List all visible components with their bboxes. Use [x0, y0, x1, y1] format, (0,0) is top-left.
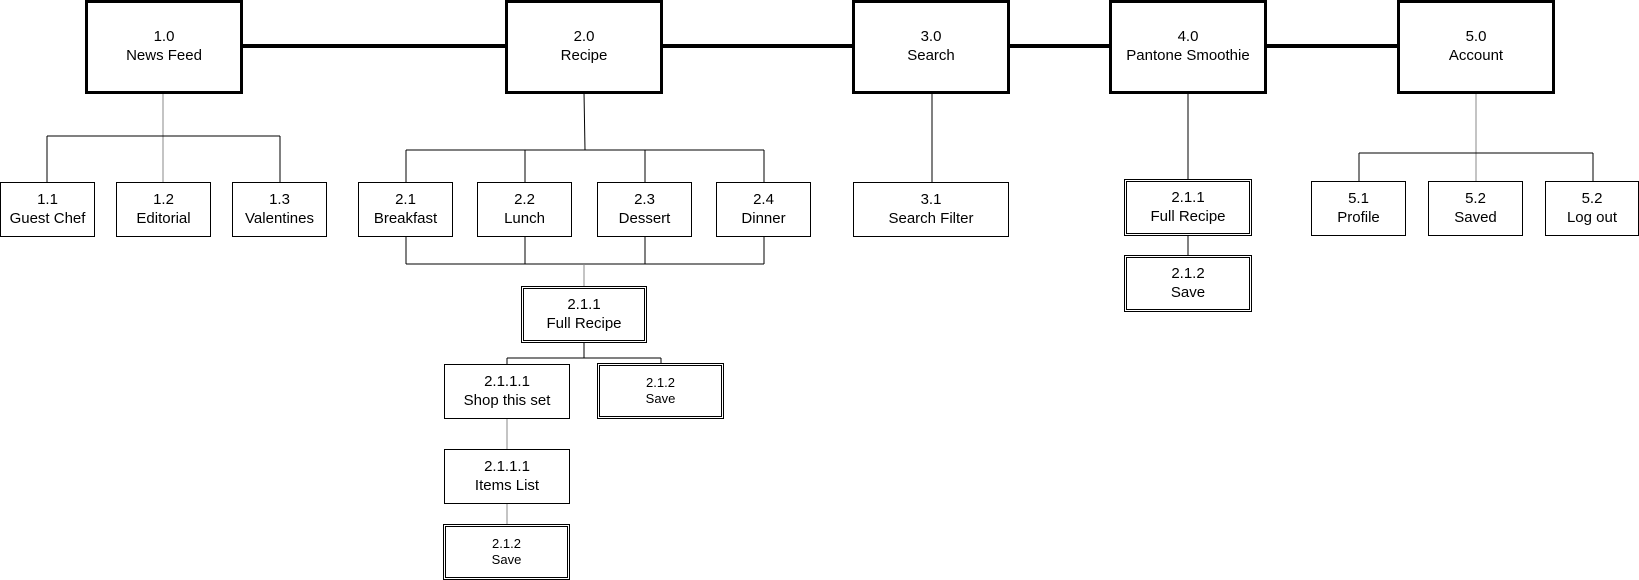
node-number: 1.1 — [37, 190, 58, 208]
node-label: News Feed — [126, 47, 202, 64]
node-recipe-full-recipe: 2.1.1 Full Recipe — [521, 286, 647, 343]
node-pantone-smoothie: 4.0 Pantone Smoothie — [1109, 0, 1267, 94]
node-label: Guest Chef — [9, 209, 86, 227]
node-number: 2.3 — [634, 190, 655, 208]
node-label: Full Recipe — [1150, 207, 1226, 225]
node-number: 2.1.2 — [492, 535, 521, 551]
node-number: 2.1.1 — [567, 295, 601, 313]
node-guest-chef: 1.1 Guest Chef — [0, 182, 95, 237]
node-label: Search Filter — [888, 209, 974, 227]
node-label: Log out — [1566, 208, 1618, 226]
node-label: Save — [491, 552, 522, 567]
node-number: 2.1.2 — [1171, 264, 1205, 282]
node-number: 3.1 — [920, 190, 942, 208]
node-label: Editorial — [136, 209, 191, 227]
node-dessert: 2.3 Dessert — [597, 182, 692, 237]
node-number: 2.1.1 — [1171, 188, 1205, 206]
node-number: 1.3 — [269, 190, 290, 208]
node-label: Dinner — [741, 209, 786, 227]
node-label: Valentines — [245, 209, 314, 227]
node-number: 2.1.2 — [646, 374, 675, 390]
node-shop-this-set: 2.1.1.1 Shop this set — [444, 364, 570, 419]
node-label: Items List — [474, 476, 540, 494]
node-number: 3.0 — [920, 28, 942, 46]
node-recipe: 2.0 Recipe — [505, 0, 663, 94]
node-number: 2.1.1.1 — [484, 372, 530, 390]
node-label: Account — [1448, 47, 1504, 64]
node-breakfast: 2.1 Breakfast — [358, 182, 453, 237]
node-lunch: 2.2 Lunch — [477, 182, 572, 237]
node-number: 4.0 — [1177, 28, 1199, 46]
node-label: Pantone Smoothie — [1126, 47, 1250, 64]
node-search-filter: 3.1 Search Filter — [853, 182, 1009, 237]
node-number: 5.0 — [1465, 28, 1487, 46]
node-number: 2.0 — [573, 28, 595, 46]
node-profile: 5.1 Profile — [1311, 181, 1406, 236]
node-smoothie-full-recipe: 2.1.1 Full Recipe — [1124, 179, 1252, 236]
node-saved: 5.2 Saved — [1428, 181, 1523, 236]
node-label: Search — [907, 47, 955, 64]
node-items-save: 2.1.2 Save — [443, 524, 570, 580]
node-label: Recipe — [560, 47, 608, 64]
node-number: 5.2 — [1465, 189, 1486, 207]
node-label: Breakfast — [373, 209, 438, 227]
node-editorial: 1.2 Editorial — [116, 182, 211, 237]
node-valentines: 1.3 Valentines — [232, 182, 327, 237]
node-label: Save — [1170, 283, 1206, 301]
node-label: Shop this set — [463, 391, 551, 409]
node-account: 5.0 Account — [1397, 0, 1555, 94]
node-number: 2.2 — [514, 190, 535, 208]
node-label: Saved — [1454, 208, 1497, 226]
node-log-out: 5.2 Log out — [1545, 181, 1639, 236]
node-search: 3.0 Search — [852, 0, 1010, 94]
node-number: 2.1.1.1 — [484, 457, 530, 475]
node-label: Dessert — [618, 209, 671, 227]
node-smoothie-save: 2.1.2 Save — [1124, 255, 1252, 312]
node-number: 2.4 — [753, 190, 774, 208]
node-news-feed: 1.0 News Feed — [85, 0, 243, 94]
node-dinner: 2.4 Dinner — [716, 182, 811, 237]
node-label: Save — [645, 391, 676, 406]
node-label: Lunch — [504, 209, 545, 227]
node-label: Full Recipe — [546, 314, 622, 332]
node-number: 5.1 — [1348, 189, 1369, 207]
node-items-list: 2.1.1.1 Items List — [444, 449, 570, 504]
node-number: 1.0 — [153, 28, 175, 46]
node-number: 2.1 — [395, 190, 416, 208]
connector-line — [583, 91, 586, 151]
node-number: 1.2 — [153, 190, 174, 208]
node-recipe-save: 2.1.2 Save — [597, 363, 724, 419]
node-number: 5.2 — [1581, 189, 1603, 207]
node-label: Profile — [1337, 208, 1380, 226]
